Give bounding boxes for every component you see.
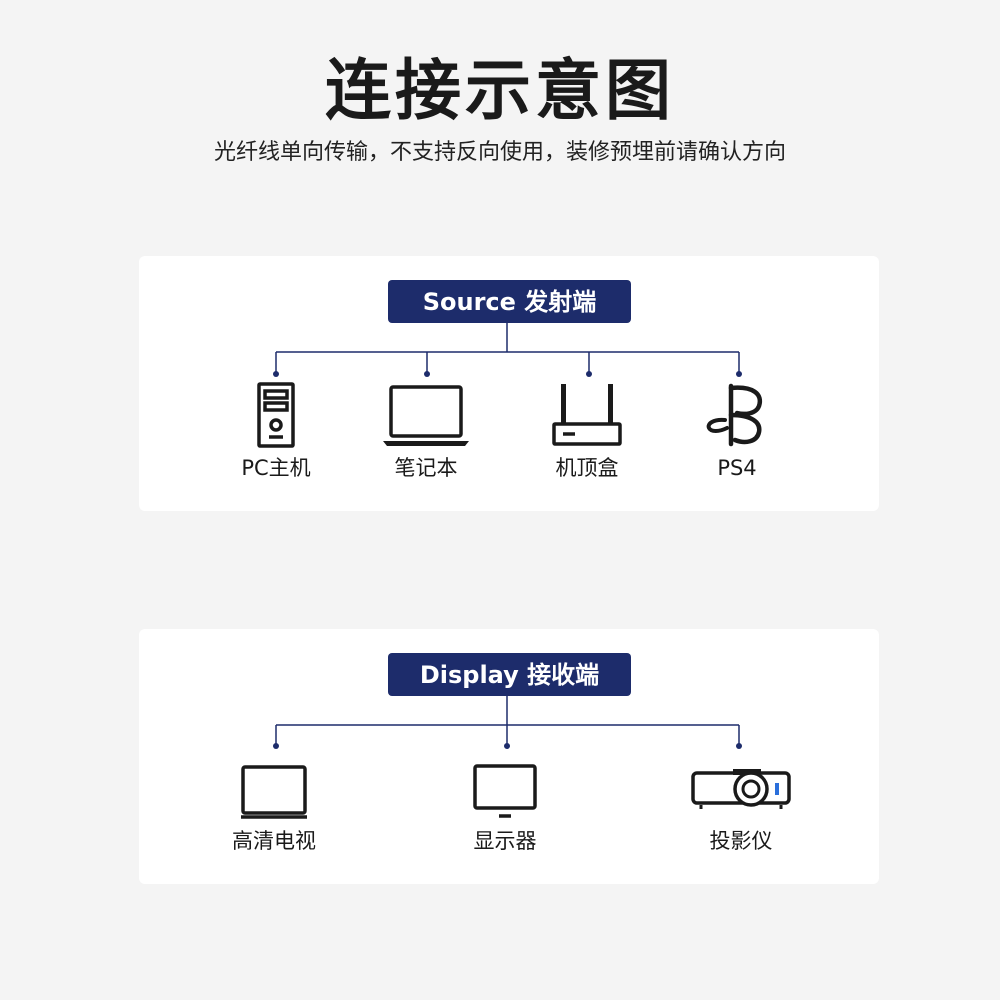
device-monitor: 显示器	[425, 761, 585, 854]
display-badge: Display 接收端	[388, 653, 631, 696]
page-title: 连接示意图	[325, 52, 675, 129]
device-projector: 投影仪	[661, 761, 821, 854]
device-laptop: 笔记本	[346, 382, 506, 481]
device-label-laptop: 笔记本	[394, 456, 458, 480]
tv-icon	[241, 765, 307, 819]
laptop-icon	[383, 385, 469, 446]
device-set-top-box: 机顶盒	[507, 382, 667, 481]
device-pc: PC主机	[196, 382, 356, 481]
page-subtitle: 光纤线单向传输，不支持反向使用，装修预埋前请确认方向	[213, 140, 786, 165]
monitor-icon	[473, 764, 537, 818]
source-panel: Source 发射端 PC主机 笔记本 机顶盒	[139, 256, 879, 511]
display-connector-tree	[273, 696, 742, 749]
pc-tower-icon	[257, 382, 295, 448]
device-label-pc: PC主机	[241, 456, 311, 480]
device-label-tv: 高清电视	[232, 829, 316, 853]
device-tv: 高清电视	[194, 761, 354, 854]
source-badge: Source 发射端	[388, 280, 631, 323]
source-connector-tree	[273, 323, 742, 377]
projector-icon	[691, 769, 791, 809]
device-label-ps4: PS4	[717, 456, 757, 480]
display-panel: Display 接收端 高清电视 显示器 投影仪	[139, 629, 879, 884]
device-label-monitor: 显示器	[473, 829, 537, 853]
device-ps4: PS4	[657, 382, 817, 481]
device-label-projector: 投影仪	[709, 829, 773, 853]
playstation-icon	[706, 383, 763, 447]
set-top-box-icon	[552, 384, 622, 446]
device-label-set-top-box: 机顶盒	[555, 456, 619, 480]
